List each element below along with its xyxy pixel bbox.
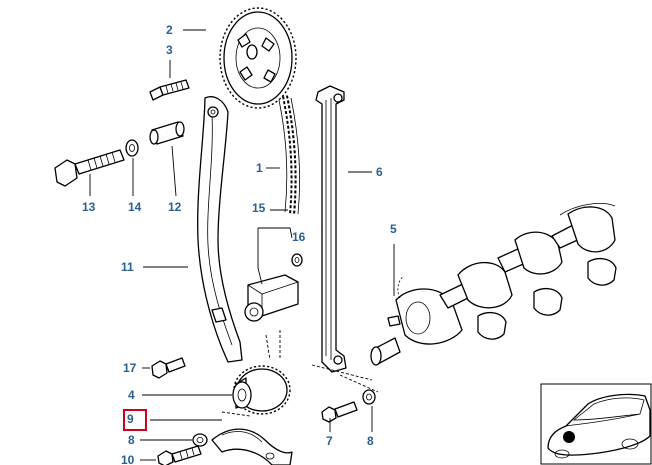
callout-10[interactable]: 10 [121,453,135,465]
sleeve-12[interactable] [149,121,185,145]
leader-lines [89,29,395,461]
callout-1[interactable]: 1 [256,161,263,175]
callout-9[interactable]: 9 [127,412,134,426]
selected-callout-highlight [123,409,147,431]
vehicle-location-inset [540,383,652,465]
bolt-17[interactable] [151,357,186,379]
callout-8-left[interactable]: 8 [128,433,135,447]
washer-14[interactable] [125,139,139,157]
guide-rail[interactable] [315,85,347,373]
bolt-3[interactable] [149,79,190,101]
bolt-7[interactable] [321,401,358,423]
callout-17[interactable]: 17 [123,361,137,375]
callout-12[interactable]: 12 [168,200,182,214]
callout-4[interactable]: 4 [128,388,135,402]
callout-14[interactable]: 14 [128,200,142,214]
location-marker-icon [563,431,575,443]
callout-3[interactable]: 3 [166,43,173,57]
callout-16[interactable]: 16 [292,230,306,244]
callout-7[interactable]: 7 [326,434,333,448]
crankshaft[interactable] [370,203,617,366]
callout-2[interactable]: 2 [166,23,173,37]
tensioner-rail[interactable] [197,96,243,363]
callout-15[interactable]: 15 [252,201,266,215]
washer-8-left[interactable] [192,433,208,447]
callout-13[interactable]: 13 [82,200,96,214]
bolt-13[interactable] [54,149,125,187]
callout-11[interactable]: 11 [121,260,134,274]
bolt-10[interactable] [157,445,202,465]
lower-guide[interactable] [211,428,293,465]
callout-8-right[interactable]: 8 [367,434,374,448]
washer-8-right[interactable] [362,389,376,405]
callout-6[interactable]: 6 [376,165,383,179]
chain-tensioner[interactable] [244,253,303,322]
crankshaft-sprocket[interactable] [232,365,291,415]
callout-5[interactable]: 5 [390,222,397,236]
timing-chain[interactable] [278,95,300,216]
camshaft-sprocket[interactable] [219,7,297,109]
